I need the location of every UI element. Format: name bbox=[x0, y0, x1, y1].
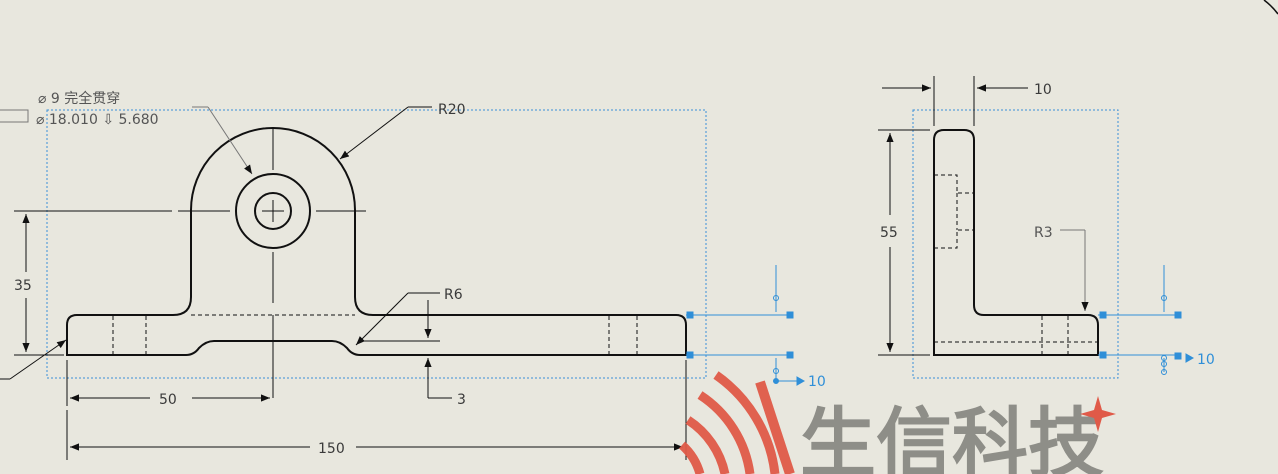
side-dimension-handles[interactable] bbox=[1098, 265, 1195, 375]
watermark-spark-icon bbox=[1080, 396, 1116, 432]
side-dim-10-label[interactable]: 10 bbox=[1197, 352, 1215, 368]
watermark-text: 生信科技 bbox=[800, 399, 1104, 474]
side-outline bbox=[933, 129, 1099, 356]
dim-50-label[interactable]: 50 bbox=[159, 392, 177, 408]
counterbore-circle bbox=[235, 173, 311, 249]
hole-callout-line2[interactable]: ⌀ 18.010 ⇩ 5.680 bbox=[36, 112, 159, 128]
dim-150-label[interactable]: 150 bbox=[318, 441, 345, 457]
dim-3-label[interactable]: 3 bbox=[457, 392, 466, 408]
side-dim-r3-label[interactable]: R3 bbox=[1034, 225, 1053, 241]
front-dimension-handles[interactable] bbox=[686, 265, 806, 386]
watermark-logo-icon bbox=[678, 371, 795, 474]
through-hole-circle bbox=[254, 192, 292, 230]
side-dimension-labels: 10 55 R3 bbox=[880, 82, 1053, 241]
sheet-corner-arc bbox=[1263, 0, 1278, 15]
front-outline bbox=[66, 127, 687, 356]
side-dim-top-10-label[interactable]: 10 bbox=[1034, 82, 1052, 98]
dim-r20-label[interactable]: R20 bbox=[438, 102, 466, 118]
front-dim-10-label[interactable]: 10 bbox=[808, 374, 826, 390]
hole-callout-line1[interactable]: ⌀ 9 完全贯穿 bbox=[38, 90, 120, 107]
side-view-selection-box[interactable] bbox=[912, 109, 1119, 379]
dim-r6-label[interactable]: R6 bbox=[444, 287, 463, 303]
front-view[interactable] bbox=[66, 127, 687, 356]
dim-35-label[interactable]: 35 bbox=[14, 278, 32, 294]
front-view-selection-box[interactable] bbox=[46, 109, 707, 379]
front-dimension-labels: ⌀ 9 完全贯穿 ⌀ 18.010 ⇩ 5.680 R20 R6 35 50 1… bbox=[14, 90, 466, 457]
side-dim-55-label[interactable]: 55 bbox=[880, 225, 898, 241]
side-view[interactable] bbox=[933, 129, 1099, 356]
